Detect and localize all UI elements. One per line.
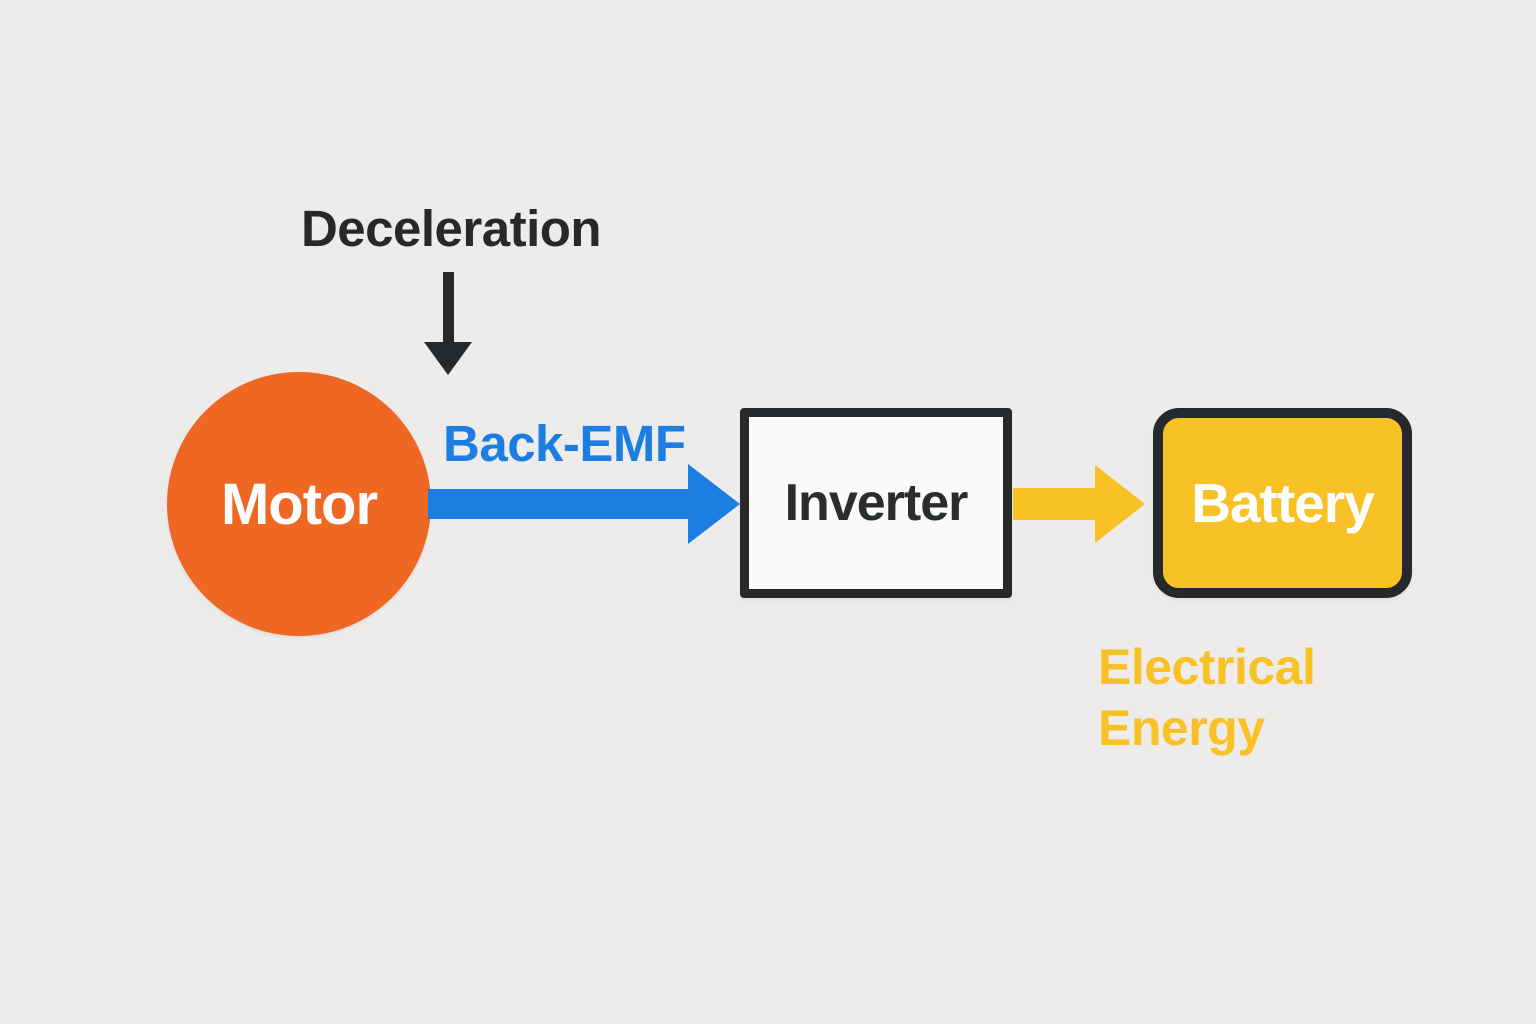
motor-node: Motor	[167, 372, 431, 636]
battery-label: Battery	[1191, 472, 1375, 534]
inverter-label: Inverter	[784, 474, 969, 532]
deceleration-label: Deceleration	[300, 200, 602, 257]
electrical-energy-label: Electrical Energy	[1098, 639, 1316, 756]
electrical-energy-arrow-shaft	[1013, 488, 1097, 520]
electrical-energy-arrow-right-icon	[1095, 465, 1145, 543]
inverter-node: Inverter	[740, 408, 1012, 598]
back-emf-arrow-right-icon	[688, 464, 740, 544]
back-emf-arrow-shaft	[428, 489, 690, 519]
deceleration-arrow-shaft	[443, 272, 454, 343]
back-emf-label: Back-EMF	[443, 415, 686, 472]
deceleration-arrow-down-icon	[424, 342, 472, 375]
battery-node: Battery	[1153, 408, 1412, 598]
motor-label: Motor	[220, 471, 378, 537]
